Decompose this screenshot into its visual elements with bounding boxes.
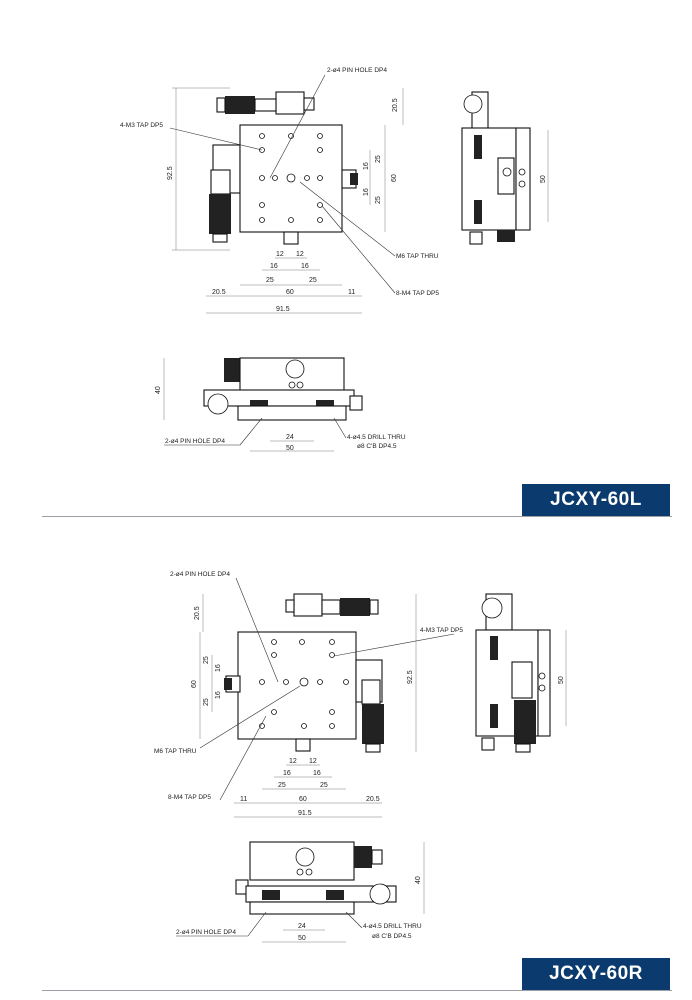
callout-counterbore: ø8 C'B DP4.5 [357,443,397,450]
dim: 40 [155,386,162,394]
dim: 20.5 [212,289,226,296]
micrometer-housing [275,91,305,115]
top-view-60r: 2-ø4 PIN HOLE DP4 4-M3 TAP DP5 M6 TAP TH… [154,571,463,818]
model-60r: 2-ø4 PIN HOLE DP4 4-M3 TAP DP5 M6 TAP TH… [154,571,567,943]
micrometer-barrel [254,98,277,112]
callout-pin-hole: 2-ø4 PIN HOLE DP4 [327,67,387,74]
callout-drill-thru: 4-ø4.5 DRILL THRU [347,434,406,441]
dim: 25 [203,698,210,706]
dim: 25 [309,277,317,284]
callout-drill-thru: 4-ø4.5 DRILL THRU [363,923,422,930]
bottom-knob [283,231,299,245]
side-micrometer-knurl [209,194,231,234]
micrometer-cap [216,97,226,113]
dim: 50 [286,445,294,452]
dim: 92.5 [167,166,174,180]
dim: 92.5 [407,670,414,684]
front-view-60r: 40 24 50 2-ø4 PIN HOLE DP4 4-ø4.5 DRILL … [176,841,425,943]
dim: 20.5 [392,98,399,112]
divider [42,516,672,517]
divider [42,990,672,991]
dim: 16 [270,263,278,270]
dim: 16 [301,263,309,270]
side-knob [481,597,503,619]
dim: 60 [299,796,307,803]
dim: 50 [298,935,306,942]
dim: 16 [363,162,370,170]
micrometer-knurl [225,96,255,114]
dim: 12 [289,758,297,765]
top-view-60l: 2-ø4 PIN HOLE DP4 4-M3 TAP DP5 M6 TAP TH… [120,67,439,314]
model-banner-60r: JCXY-60R [522,958,670,990]
dim: 50 [540,175,547,183]
dim: 24 [298,923,306,930]
dim: 11 [240,796,247,803]
dim: 16 [313,770,321,777]
callout-m4-tap: 8-M4 TAP DP5 [168,794,211,801]
lock-screw-knob [350,173,358,185]
holes-60r [259,639,349,729]
dim: 11 [348,289,355,296]
model-60l: 2-ø4 PIN HOLE DP4 4-M3 TAP DP5 M6 TAP TH… [120,67,549,452]
callout-counterbore: ø8 C'B DP4.5 [372,933,412,940]
dim: 60 [191,680,198,688]
dim: 91.5 [276,306,290,313]
side-micrometer-knurl [362,704,384,744]
side-body [461,127,517,231]
dim: 25 [266,277,274,284]
callout-m4-tap: 8-M4 TAP DP5 [396,290,439,297]
front-bottom [237,405,347,421]
side-view-60l: 50 [461,91,549,245]
front-knob [369,883,391,905]
callout-m6-tap: M6 TAP THRU [154,748,197,755]
dim: 12 [276,251,284,258]
dim: 16 [283,770,291,777]
callout-m3-tap: 4-M3 TAP DP5 [120,122,163,129]
dim: 60 [391,174,398,182]
micrometer-knurl [340,598,370,616]
callout-pin-hole: 2-ø4 PIN HOLE DP4 [165,438,225,445]
front-view-60l: 40 24 50 2-ø4 PIN HOLE DP4 4-ø4.5 DRILL … [155,357,406,452]
side-micrometer-barrel [210,169,231,195]
side-knob [463,94,483,114]
dim: 16 [215,691,222,699]
side-micrometer-cap [212,233,228,243]
dim: 40 [415,876,422,884]
dim: 60 [286,289,294,296]
dim: 91.5 [298,810,312,817]
callout-m3-tap: 4-M3 TAP DP5 [420,627,463,634]
dim: 25 [203,656,210,664]
holes-60l [259,133,323,223]
dim: 24 [286,434,294,441]
dim: 25 [320,782,328,789]
micrometer-clamp [303,97,315,111]
front-knob [207,393,229,415]
dim: 25 [278,782,286,789]
dim: 16 [215,664,222,672]
dim: 25 [375,196,382,204]
side-view-60r: 50 [475,593,567,753]
dim: 50 [558,676,565,684]
dim: 12 [309,758,317,765]
dim: 20.5 [194,606,201,620]
callout-pin-hole: 2-ø4 PIN HOLE DP4 [170,571,230,578]
side-plate [515,127,531,231]
callout-m6-tap: M6 TAP THRU [396,253,439,260]
dim: 20.5 [366,796,380,803]
model-banner-60l: JCXY-60L [522,484,670,516]
dim: 25 [375,155,382,163]
callout-pin-hole: 2-ø4 PIN HOLE DP4 [176,929,236,936]
dim: 12 [296,251,304,258]
stage-plate [237,631,357,740]
dim: 16 [363,188,370,196]
